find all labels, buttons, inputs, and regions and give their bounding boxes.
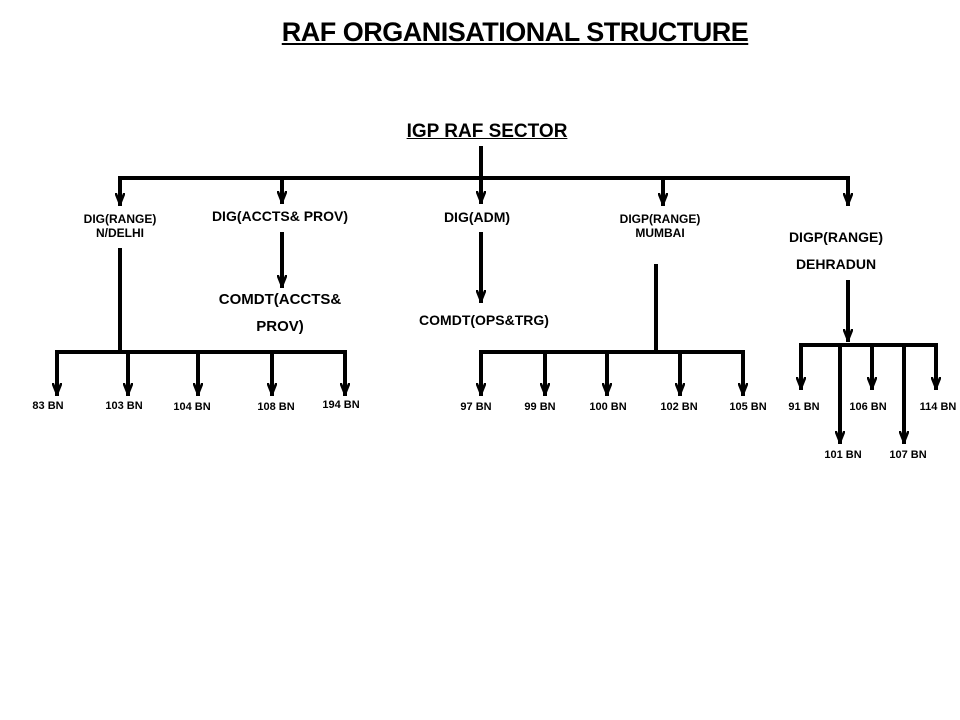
- battalion-105-bn: 105 BN: [729, 401, 767, 413]
- battalion-102-bn: 102 BN: [660, 401, 698, 413]
- battalion-91-bn: 91 BN: [788, 401, 820, 413]
- battalion-103-bn: 103 BN: [105, 400, 143, 412]
- node-comdt-accts-prov-line-1: COMDT(ACCTS&: [218, 291, 342, 308]
- battalion-107-bn: 107 BN: [889, 449, 927, 461]
- page-title: RAF ORGANISATIONAL STRUCTURE: [281, 17, 749, 47]
- battalion-108-bn: 108 BN: [257, 401, 295, 413]
- node-digp-range-mumbai-line-2: MUMBAI: [635, 226, 685, 241]
- battalion-83-bn: 83 BN: [32, 400, 64, 412]
- node-dig-adm: DIG(ADM): [443, 209, 511, 225]
- node-digp-range-dehradun: DIGP(RANGE) DEHRADUN: [789, 224, 883, 278]
- battalion-100-bn: 100 BN: [589, 401, 627, 413]
- node-dig-accts-prov: DIG(ACCTS& PROV): [211, 208, 349, 224]
- node-dig-range-delhi-line-1: DIG(RANGE): [83, 212, 157, 226]
- battalion-194-bn: 194 BN: [322, 399, 360, 411]
- node-comdt-accts-prov-line-2: PROV): [256, 318, 304, 335]
- node-dig-range-delhi-line-2: N/DELHI: [95, 226, 144, 241]
- node-digp-range-mumbai-line-1: DIGP(RANGE): [619, 212, 701, 226]
- node-digp-range-dehradun-line-2: DEHRADUN: [795, 256, 877, 272]
- node-comdt-ops-trg: COMDT(OPS&TRG): [419, 312, 549, 328]
- battalion-97-bn: 97 BN: [460, 401, 492, 413]
- battalion-104-bn: 104 BN: [173, 401, 211, 413]
- battalion-114-bn: 114 BN: [919, 401, 957, 413]
- node-dig-range-delhi: DIG(RANGE) N/DELHI: [84, 212, 157, 241]
- node-digp-range-mumbai: DIGP(RANGE) MUMBAI: [620, 212, 701, 241]
- node-comdt-accts-prov: COMDT(ACCTS& PROV): [219, 286, 341, 340]
- node-digp-range-dehradun-line-1: DIGP(RANGE): [788, 229, 884, 245]
- root-node-igp-raf-sector: IGP RAF SECTOR: [406, 121, 568, 142]
- battalion-106-bn: 106 BN: [849, 401, 887, 413]
- battalion-99-bn: 99 BN: [524, 401, 556, 413]
- battalion-101-bn: 101 BN: [824, 449, 862, 461]
